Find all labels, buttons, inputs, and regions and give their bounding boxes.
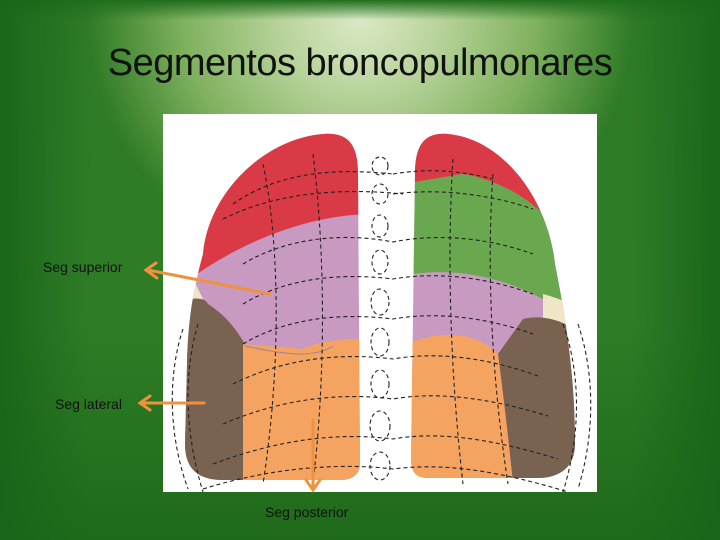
- top-band: [0, 0, 720, 20]
- arrowhead-seg-lateral: [137, 394, 152, 412]
- label-seg-superior: Seg superior: [43, 259, 123, 275]
- lung-illustration: [171, 133, 592, 492]
- arrowhead-seg-superior: [143, 261, 159, 280]
- slide-title: Segmentos broncopulmonares: [107, 42, 613, 84]
- left-vignette: [0, 0, 90, 540]
- rib-outlines: [171, 153, 592, 492]
- right-vignette: [630, 0, 720, 540]
- label-seg-lateral: Seg lateral: [55, 396, 122, 412]
- lung-segments-figure: [163, 114, 597, 492]
- right-lung: [411, 133, 575, 479]
- left-lung: [185, 133, 360, 481]
- label-seg-posterior: Seg posterior: [265, 504, 349, 520]
- spine-outline: [369, 156, 391, 481]
